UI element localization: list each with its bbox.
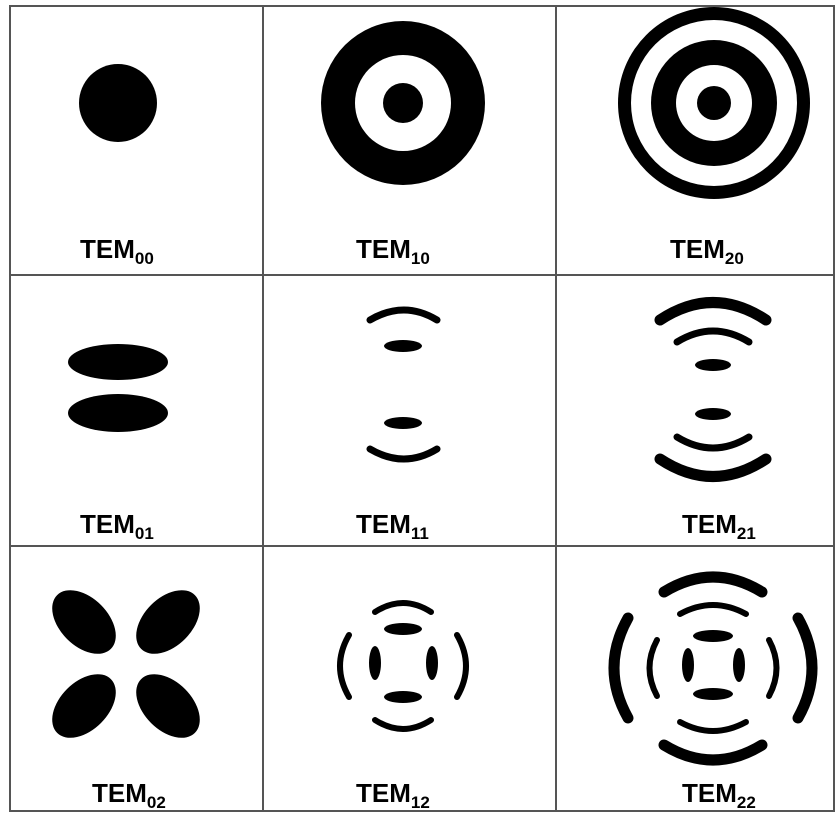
mode-pattern-tem00 xyxy=(79,64,157,142)
mode-label-tem11: TEM11 xyxy=(356,509,429,543)
mode-pattern-tem02 xyxy=(40,578,212,750)
mode-label-tem12: TEM12 xyxy=(356,778,430,812)
mode-pattern-tem22 xyxy=(614,577,812,760)
mode-pattern-tem10 xyxy=(321,21,485,185)
mode-label-tem22: TEM22 xyxy=(682,778,756,812)
mode-label-tem01: TEM01 xyxy=(80,509,154,543)
mode-label-tem20: TEM20 xyxy=(670,234,744,268)
mode-pattern-tem21 xyxy=(660,303,766,477)
mode-pattern-tem12 xyxy=(340,603,466,729)
mode-label-tem00: TEM00 xyxy=(80,234,154,268)
mode-pattern-tem01 xyxy=(68,344,168,432)
mode-label-tem02: TEM02 xyxy=(92,778,166,812)
mode-pattern-tem11 xyxy=(370,310,437,459)
mode-pattern-tem20 xyxy=(618,7,810,199)
mode-label-tem21: TEM21 xyxy=(682,509,756,543)
mode-label-tem10: TEM10 xyxy=(356,234,430,268)
